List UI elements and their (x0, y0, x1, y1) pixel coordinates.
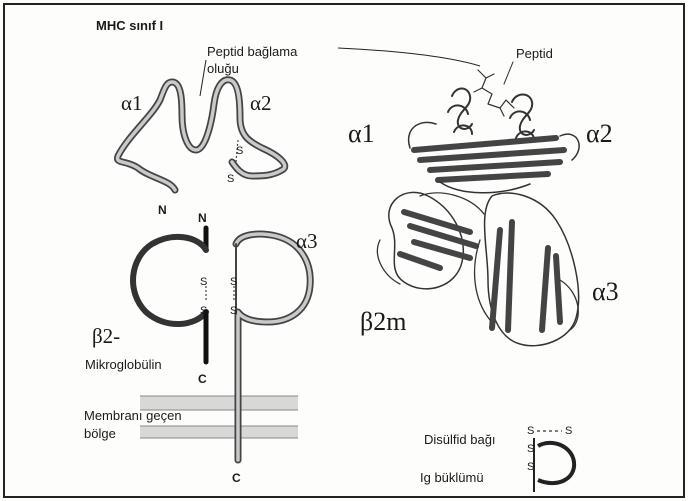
membrane-label-line2: bölge (84, 426, 116, 441)
frame-border (4, 4, 684, 497)
beta2m-domain (377, 192, 484, 288)
legend-s-label: S (565, 425, 572, 437)
legend-ig-fold-label: Ig büklümü (420, 470, 484, 485)
alpha1-structure-label: α1 (348, 119, 375, 148)
legend: Disülfid bağı Ig büklümü S S S S (420, 425, 574, 492)
beta2m-structure-label: β2m (360, 307, 406, 336)
n-terminus-beta-label: N (198, 211, 207, 225)
beta2-microglobulin-chain (133, 228, 206, 362)
c-terminus-alpha-label: C (232, 471, 241, 485)
n-terminus-alpha-label: N (158, 203, 167, 217)
groove-to-structure-line (338, 48, 480, 66)
s-label: S (227, 173, 234, 185)
peptide-molecule (474, 70, 514, 116)
membrane-label-line1: Membranı geçen (84, 408, 182, 423)
c-terminus-beta-label: C (198, 372, 207, 386)
peptide-pointer-line (504, 62, 513, 84)
legend-disulfide-label: Disülfid bağı (424, 432, 496, 447)
legend-s-label: S (527, 425, 534, 437)
microglobulin-label: Mikroglobülin (85, 357, 162, 372)
alpha3-schematic-label: α3 (296, 229, 318, 253)
peptide-label: Peptid (516, 46, 553, 61)
beta2-label: β2- (92, 324, 120, 348)
peptide-groove-label-line1: Peptid bağlama (207, 44, 298, 59)
alpha3-ribbon-domain (475, 193, 579, 346)
legend-ig-loop (538, 443, 574, 483)
s-label: S (236, 145, 243, 157)
alpha2-schematic-label: α2 (250, 91, 272, 115)
s-label: S (230, 305, 237, 317)
alpha2-structure-label: α2 (586, 119, 613, 148)
peptide-groove-label-line2: oluğu (207, 61, 239, 76)
s-label: S (230, 276, 237, 288)
s-label: S (200, 305, 207, 317)
s-label: S (200, 276, 207, 288)
diagram-title: MHC sınıf I (96, 18, 163, 33)
beta-sheet-platform (414, 138, 564, 180)
groove-pointer-line (200, 60, 206, 96)
alpha1-schematic-label: α1 (121, 91, 143, 115)
alpha3-structure-label: α3 (592, 277, 619, 306)
ribbon-structure (377, 62, 579, 346)
